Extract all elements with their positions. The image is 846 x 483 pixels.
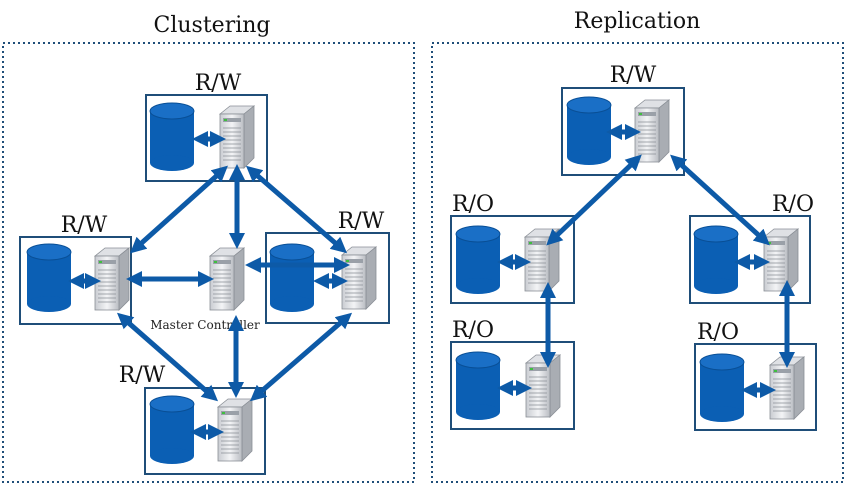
cluster-right-label: R/W: [338, 209, 385, 234]
link-arrow: [546, 154, 642, 246]
cluster-left-label: R/W: [61, 213, 108, 238]
server-icon: [341, 246, 377, 310]
replication-panel: [431, 42, 844, 483]
database-icon: [566, 96, 612, 166]
cluster-node-left: [19, 236, 132, 325]
cluster-top-label: R/W: [195, 71, 242, 96]
cluster-bottom-label: R/W: [119, 363, 166, 388]
replica-top-label: R/W: [610, 63, 657, 88]
server-icon: [217, 398, 253, 462]
cluster-node-right: [265, 232, 390, 324]
server-icon: [769, 356, 805, 420]
database-icon: [455, 225, 501, 295]
replica-mid-right-label: R/O: [772, 192, 814, 217]
database-icon: [26, 243, 72, 313]
server-icon: [209, 247, 245, 311]
database-icon: [269, 243, 315, 313]
database-icon: [455, 351, 501, 421]
replica-node-top: [561, 87, 685, 176]
replica-bot-left-label: R/O: [452, 318, 494, 343]
cluster-node-top: [145, 94, 268, 182]
link-arrow: [130, 165, 228, 254]
replica-node-mid-left: [450, 215, 575, 304]
server-icon: [94, 247, 130, 311]
clustering-panel: [2, 42, 415, 483]
server-icon: [219, 105, 255, 169]
link-arrow: [245, 165, 348, 254]
cluster-node-bottom: [144, 387, 266, 475]
server-icon: [634, 99, 670, 163]
replica-bot-right-label: R/O: [697, 320, 739, 345]
link-arrow: [116, 312, 219, 402]
replica-node-bot-left: [450, 341, 575, 430]
server-icon: [525, 354, 561, 418]
server-icon: [763, 228, 799, 292]
master-controller-label: Master Controller: [150, 318, 260, 332]
link-arrow: [249, 312, 353, 402]
database-icon: [693, 225, 739, 295]
clustering-title: Clustering: [154, 13, 271, 38]
master-controller: [209, 247, 245, 311]
database-icon: [149, 395, 195, 465]
database-icon: [699, 353, 745, 423]
link-arrow: [670, 154, 770, 246]
clustering-links: [116, 163, 353, 402]
replication-links: [539, 154, 796, 369]
database-icon: [149, 102, 195, 172]
replica-node-bot-right: [694, 343, 817, 431]
replication-title: Replication: [574, 9, 700, 34]
replica-mid-left-label: R/O: [452, 192, 494, 217]
